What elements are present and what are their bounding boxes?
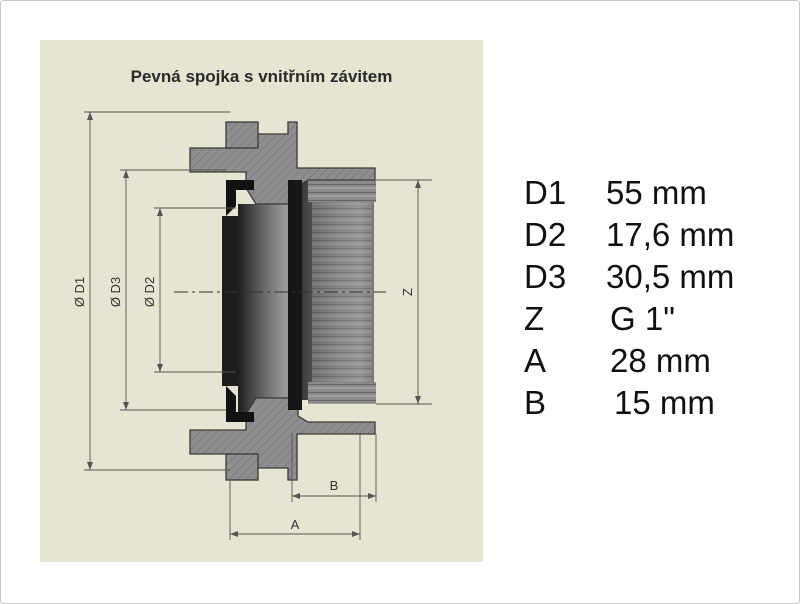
spec-value: 15 mm	[614, 384, 715, 421]
spec-value: 17,6 mm	[606, 216, 735, 253]
spec-key: A	[524, 342, 547, 379]
spec-value: 30,5 mm	[606, 258, 735, 295]
spec-key: D1	[524, 174, 567, 211]
drawing-title: Pevná spojka s vnitřním závitem	[130, 67, 393, 86]
coupling-cross-section-drawing: Ø D1 Ø D3 Ø D2 Z B A	[72, 111, 432, 540]
seal-ring	[222, 180, 302, 422]
label-z: Z	[400, 288, 415, 296]
spec-key: D3	[524, 258, 567, 295]
label-a: A	[291, 517, 300, 532]
spec-value: G 1"	[610, 300, 675, 337]
label-d3: Ø D3	[108, 277, 123, 307]
spec-key: Z	[524, 300, 545, 337]
spec-key: B	[524, 384, 547, 421]
spec-key: D2	[524, 216, 567, 253]
spec-value: 55 mm	[606, 174, 707, 211]
label-d1: Ø D1	[72, 277, 87, 307]
spec-value: 28 mm	[610, 342, 711, 379]
coupling-body-bottom	[189, 397, 376, 481]
label-b: B	[330, 478, 339, 493]
label-d2: Ø D2	[142, 277, 157, 307]
dimension-arrowheads	[87, 112, 421, 537]
technical-drawing-panel: Ø D1 Ø D3 Ø D2 Z B A Pevná spojka s vnit…	[40, 40, 483, 562]
dimension-lines	[84, 111, 432, 540]
